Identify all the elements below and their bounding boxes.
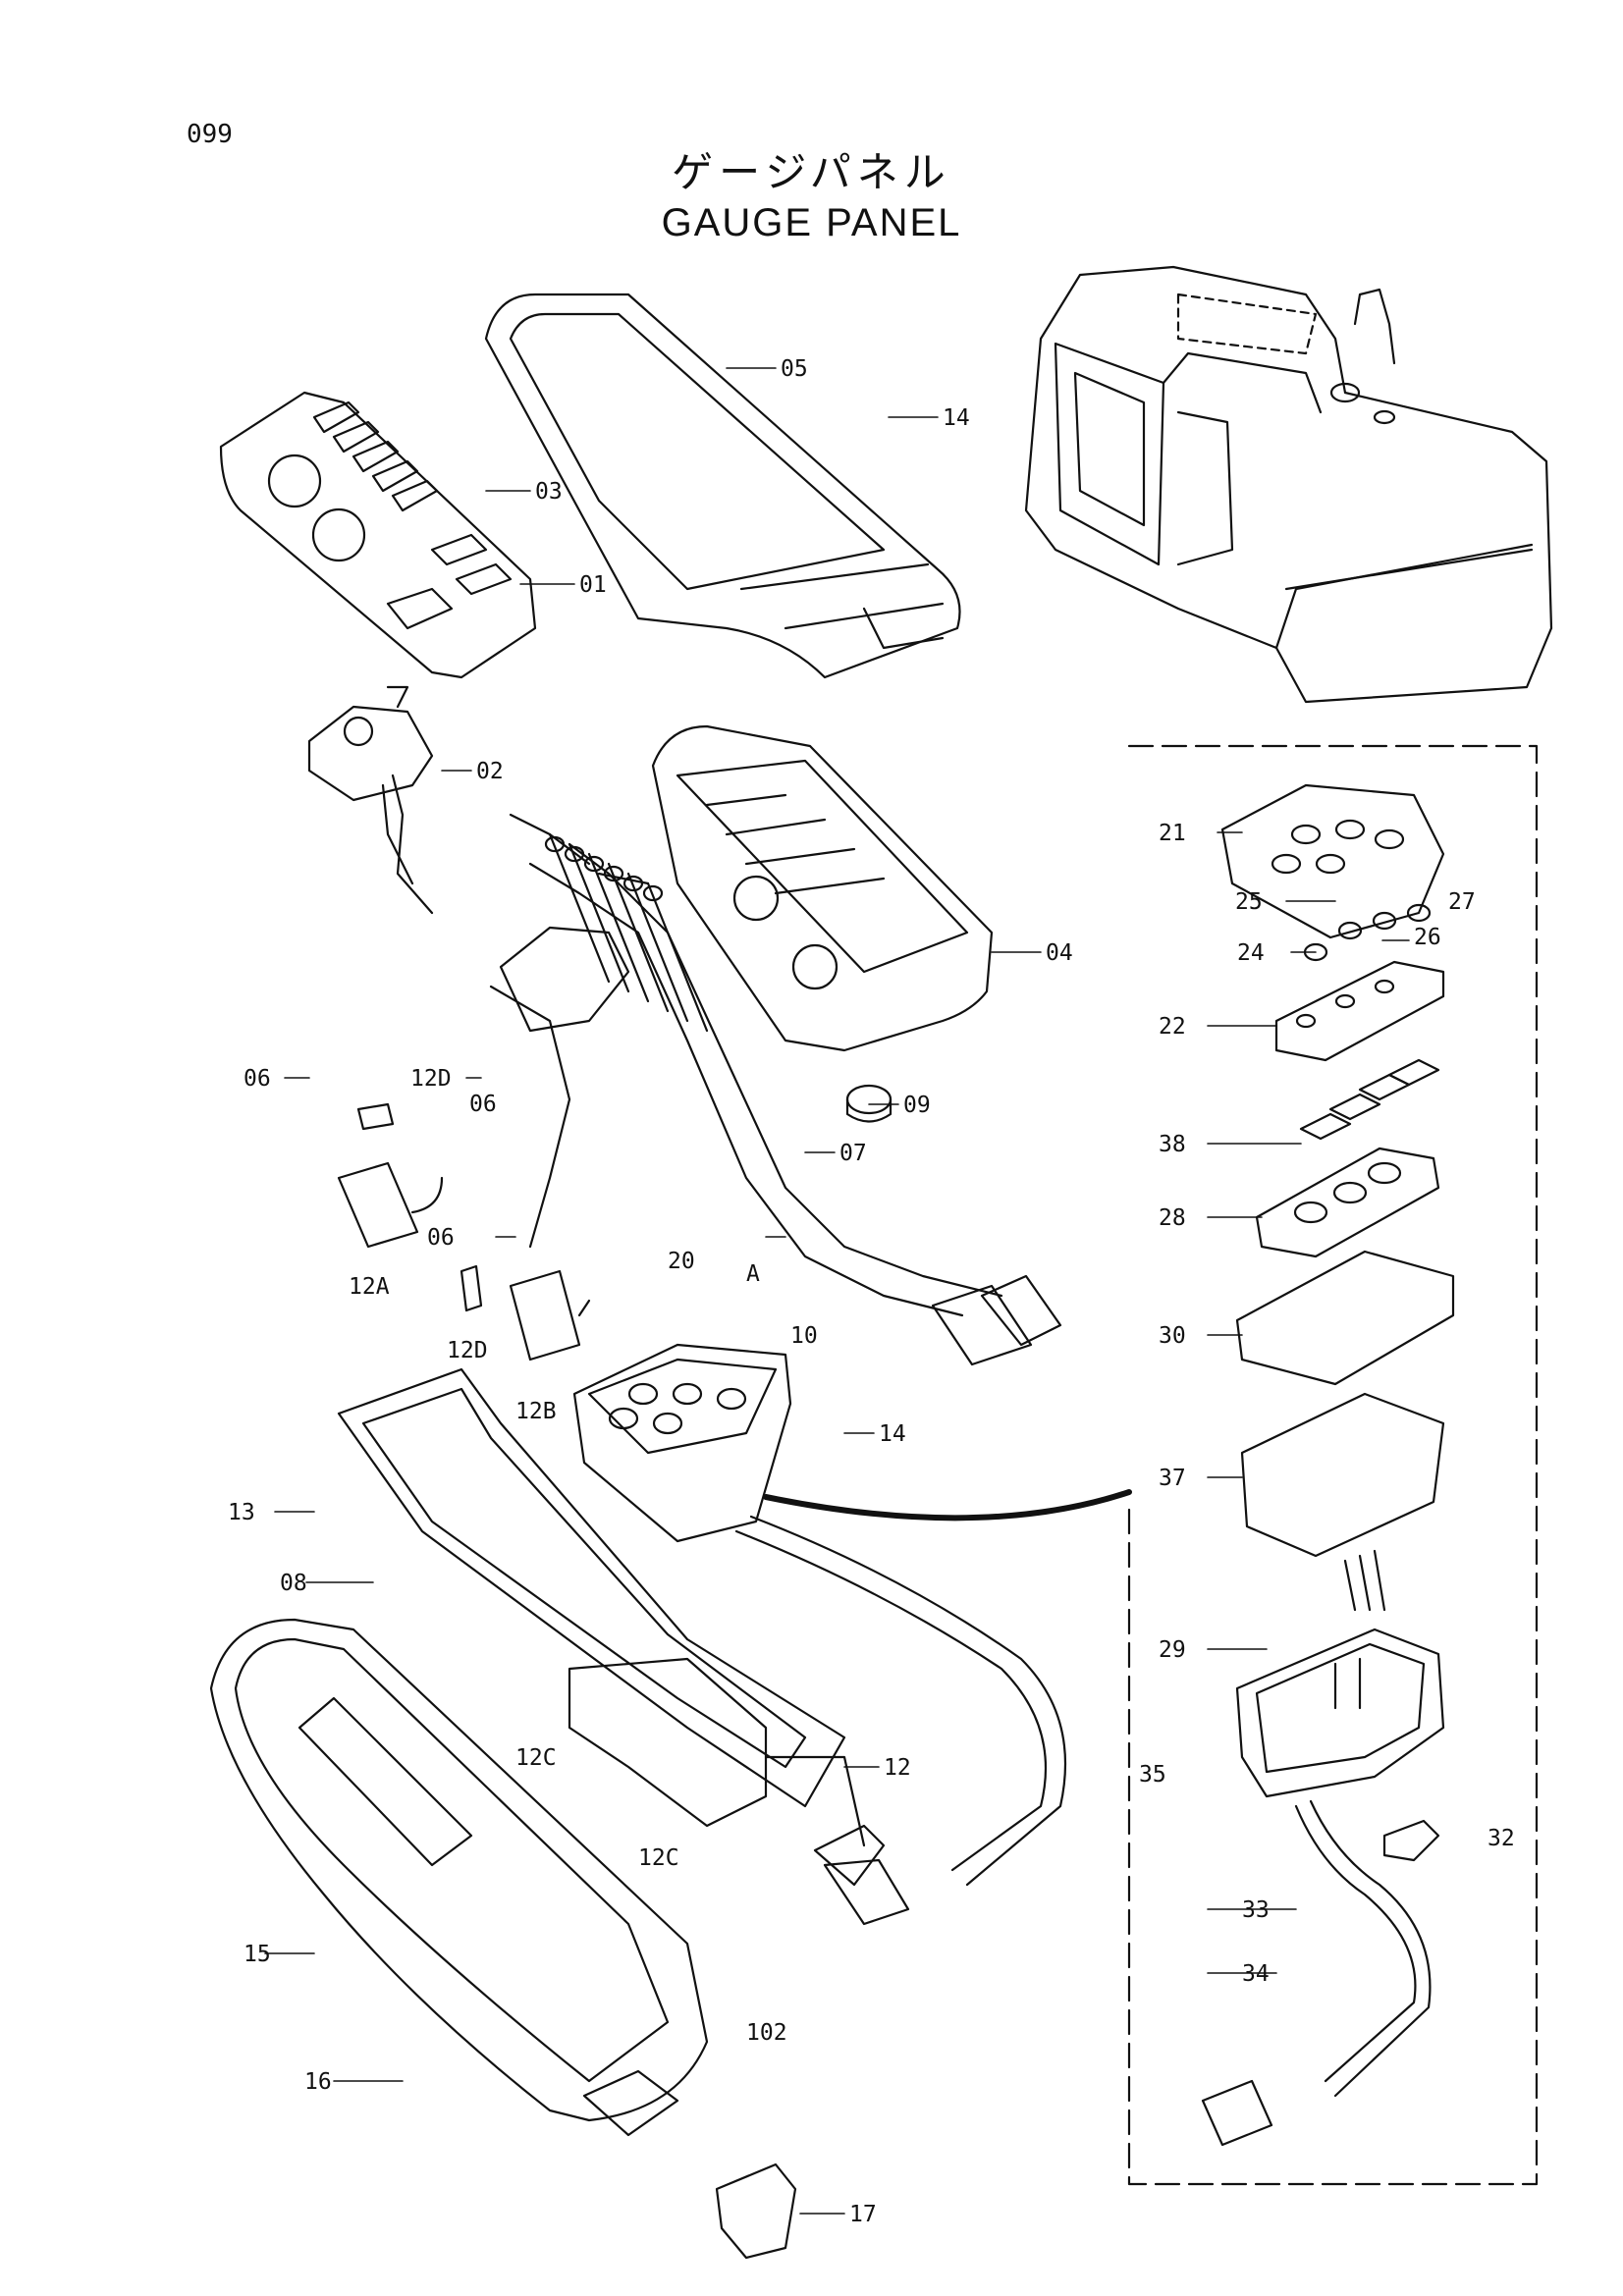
part-32-clamp — [1382, 1819, 1440, 1862]
detail-box-outline — [1127, 744, 1539, 2186]
leader-lines — [264, 367, 1410, 2215]
page-number: 099 — [187, 120, 233, 149]
label-14-mid: 14 — [879, 1421, 906, 1447]
label-14-top: 14 — [943, 405, 970, 431]
part-17-cap — [715, 2163, 797, 2260]
label-26: 26 — [1414, 925, 1441, 950]
label-07: 07 — [839, 1141, 867, 1166]
label-15: 15 — [243, 1942, 271, 1967]
excavator-illustration — [1024, 265, 1553, 704]
connector-pins — [499, 832, 709, 1033]
label-12: 12 — [884, 1755, 911, 1781]
label-04: 04 — [1046, 940, 1073, 966]
part-01-gauge-front-panel — [219, 391, 537, 679]
part-labels: 05 14 03 01 02 04 06 06 06 12D 12A 12D 1… — [228, 356, 1515, 2227]
label-06-left: 06 — [243, 1066, 271, 1092]
label-12D-upper: 12D — [410, 1066, 452, 1092]
label-102: 102 — [746, 2020, 787, 2046]
label-22: 22 — [1159, 1014, 1186, 1040]
part-15-lower-cover — [209, 1618, 709, 2137]
label-30: 30 — [1159, 1323, 1186, 1349]
label-24: 24 — [1237, 940, 1265, 966]
label-02: 02 — [476, 759, 504, 784]
part-30-plate — [1235, 1250, 1455, 1386]
label-33: 33 — [1242, 1897, 1270, 1923]
label-34: 34 — [1242, 1961, 1270, 1987]
part-21-switch-cover — [1220, 783, 1445, 939]
part-20-switch-box — [572, 1343, 792, 1543]
part-12-bracket — [337, 1367, 866, 1847]
label-A: A — [746, 1261, 760, 1287]
part-04-meter-case — [651, 724, 994, 1123]
label-13: 13 — [228, 1500, 255, 1525]
label-08: 08 — [280, 1571, 307, 1596]
label-12C-upper: 12C — [515, 1745, 557, 1771]
label-12A: 12A — [349, 1274, 390, 1300]
label-16: 16 — [304, 2069, 332, 2095]
part-02-sensor — [307, 685, 434, 915]
part-10-wiring-harness — [489, 813, 1062, 1366]
title-japanese: ゲージパネル — [672, 148, 951, 196]
part-05-panel-cover — [484, 293, 961, 679]
label-32: 32 — [1488, 1826, 1515, 1851]
part-37-switch-board — [1240, 1392, 1445, 1612]
label-21: 21 — [1159, 821, 1186, 846]
label-20: 20 — [668, 1249, 695, 1274]
label-06-mid: 06 — [427, 1225, 455, 1251]
part-22-board — [1274, 960, 1445, 1062]
label-12C-lower: 12C — [638, 1845, 679, 1871]
label-37: 37 — [1159, 1466, 1186, 1491]
label-10: 10 — [790, 1323, 818, 1349]
label-05: 05 — [781, 356, 808, 382]
label-12D-lower: 12D — [447, 1338, 488, 1363]
label-38: 38 — [1159, 1132, 1186, 1157]
label-01: 01 — [579, 572, 607, 598]
part-12A-relay — [337, 1102, 444, 1249]
title-english: GAUGE PANEL — [661, 201, 962, 244]
extension-cable — [734, 1489, 1132, 1926]
label-29: 29 — [1159, 1637, 1186, 1663]
label-28: 28 — [1159, 1205, 1186, 1231]
part-12B-relay — [460, 1264, 591, 1362]
detail-harness — [1201, 1799, 1432, 2147]
part-38-buttons — [1299, 1058, 1440, 1141]
label-03: 03 — [535, 479, 563, 505]
label-06-upper: 06 — [469, 1092, 497, 1117]
label-25: 25 — [1235, 889, 1263, 915]
part-29-base-case — [1235, 1628, 1445, 1798]
label-35: 35 — [1139, 1762, 1166, 1788]
label-09: 09 — [903, 1093, 931, 1118]
part-28-rubber-pad — [1255, 1147, 1440, 1258]
label-27: 27 — [1448, 889, 1476, 915]
label-17: 17 — [849, 2202, 877, 2227]
label-12B: 12B — [515, 1399, 557, 1424]
